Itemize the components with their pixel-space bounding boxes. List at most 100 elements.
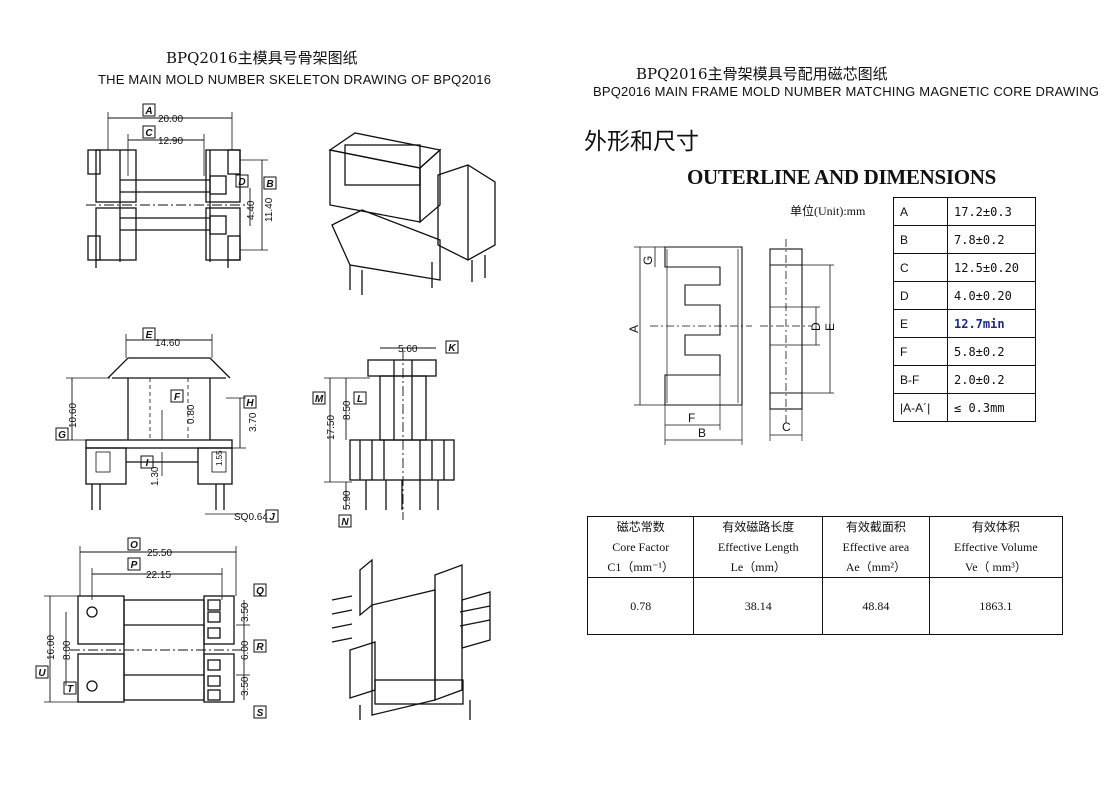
core-factor-header-sym: C1（mm⁻¹）	[607, 560, 675, 574]
ref-u-label: U	[38, 668, 46, 679]
ref-d-label: D	[238, 177, 245, 188]
dim-g-value: 10.60	[68, 403, 79, 428]
dim-d-value: 4.40	[246, 200, 257, 220]
core-drawing: G A F B D E C	[627, 239, 837, 445]
core-label-f: F	[688, 411, 695, 425]
bobbin-front-view	[66, 334, 246, 515]
dim-q-value: 3.50	[240, 602, 251, 622]
bobbin-bottom-view	[44, 546, 250, 703]
core-factor-header-en: Effective area	[842, 540, 910, 554]
section-title-cn: 外形和尺寸	[584, 129, 699, 155]
ref-s-label: S	[257, 708, 264, 719]
core-label-a: A	[627, 325, 641, 333]
ref-k-label: K	[448, 343, 456, 354]
dim-r-value: 6.00	[240, 640, 251, 660]
dimension-value: 12.7min	[947, 309, 1036, 338]
core-label-b: B	[698, 426, 706, 440]
dim-i-value: 1.30	[150, 466, 161, 486]
core-factor-value: 38.14	[693, 577, 824, 635]
core-label-g: G	[641, 256, 655, 265]
dim-p-value: 22.15	[146, 570, 171, 581]
core-factor-header-cn: 有效体积	[971, 520, 1020, 534]
dim-h-value: 3.70	[248, 412, 259, 432]
dim-small-value: 1.55	[215, 450, 224, 466]
ref-g-label: G	[58, 430, 66, 441]
dimension-key: B	[893, 225, 948, 254]
core-factor-header-sym: Ae（mm²）	[845, 560, 907, 574]
core-factor-value: 0.78	[586, 577, 695, 635]
ref-f-label: F	[174, 392, 181, 403]
dimension-key: F	[893, 337, 948, 366]
dim-a-value: 20.00	[158, 114, 183, 125]
core-label-e: E	[823, 323, 837, 331]
dimension-value: 4.0±0.20	[947, 281, 1036, 310]
dimension-key: D	[893, 281, 948, 310]
core-factor-header-cn: 有效磁路长度	[722, 520, 795, 534]
ref-m-label: M	[315, 394, 324, 405]
dim-f-value: 0.80	[186, 404, 197, 424]
left-title-cn: BPQ2016主模具号骨架图纸	[166, 49, 358, 67]
left-title-en: THE MAIN MOLD NUMBER SKELETON DRAWING OF…	[98, 72, 492, 87]
core-label-d: D	[809, 322, 823, 331]
dim-s-value: 3.50	[240, 676, 251, 696]
dimension-key: C	[893, 253, 948, 282]
core-factor-value: 1863.1	[928, 577, 1064, 635]
dimension-key: B-F	[893, 365, 948, 394]
dimension-row: |A-A´|≤ 0.3mm	[893, 393, 1036, 422]
dim-t-value: 8.00	[62, 640, 73, 660]
core-factor-value: 48.84	[822, 577, 930, 635]
core-factor-header-en: Effective Length	[717, 540, 799, 554]
right-title-en: BPQ2016 MAIN FRAME MOLD NUMBER MATCHING …	[593, 84, 1100, 99]
ref-a-label: A	[144, 106, 152, 117]
ref-t-label: T	[67, 684, 74, 695]
dimension-value: 12.5±0.20	[947, 253, 1036, 282]
bobbin-iso-bottom	[331, 558, 491, 720]
ref-h-label: H	[246, 398, 254, 409]
dimension-key: |A-A´|	[893, 393, 948, 422]
ref-b-label: B	[266, 179, 273, 190]
dim-b-value: 11.40	[264, 197, 275, 222]
dimension-value: 7.8±0.2	[947, 225, 1036, 254]
core-factor-header-sym: Ve（ mm³）	[964, 560, 1027, 574]
bobbin-drawings: 20.00 12.90 4.40 11.40 14.60 0.80 10.60 …	[35, 103, 496, 720]
dim-k-value: 5.60	[398, 344, 418, 355]
ref-c-label: C	[145, 128, 153, 139]
ref-q-label: Q	[256, 586, 264, 597]
dim-m-value: 17.50	[326, 415, 337, 440]
dimension-value: 17.2±0.3	[947, 197, 1036, 226]
section-title-en: OUTERLINE AND DIMENSIONS	[687, 165, 997, 189]
core-side-outline	[769, 248, 803, 410]
dim-j-value: SQ0.64	[234, 512, 268, 523]
ref-n-label: N	[341, 517, 349, 528]
ref-e-label: E	[146, 330, 153, 341]
core-factor-header-cn: 有效截面积	[845, 520, 906, 534]
bobbin-top-view	[86, 112, 268, 268]
dim-n-value: 5.90	[342, 490, 353, 510]
ref-j-label: J	[269, 512, 275, 523]
core-factor-header-sym: Le（mm）	[730, 560, 786, 574]
dimension-value: ≤ 0.3mm	[947, 393, 1036, 422]
dim-u-value: 16.00	[46, 635, 57, 660]
dim-l-value: 8.50	[342, 400, 353, 420]
core-factor-header-en: Core Factor	[612, 540, 670, 554]
unit-label: 单位(Unit):mm	[790, 204, 866, 218]
core-factor-header-en: Effective Volume	[954, 540, 1038, 554]
dimension-key: A	[893, 197, 948, 226]
ref-i-label: I	[146, 458, 149, 469]
dim-o-value: 25.50	[147, 548, 172, 559]
core-factor-header-cn: 磁芯常数	[616, 520, 665, 534]
dimension-value: 5.8±0.2	[947, 337, 1036, 366]
